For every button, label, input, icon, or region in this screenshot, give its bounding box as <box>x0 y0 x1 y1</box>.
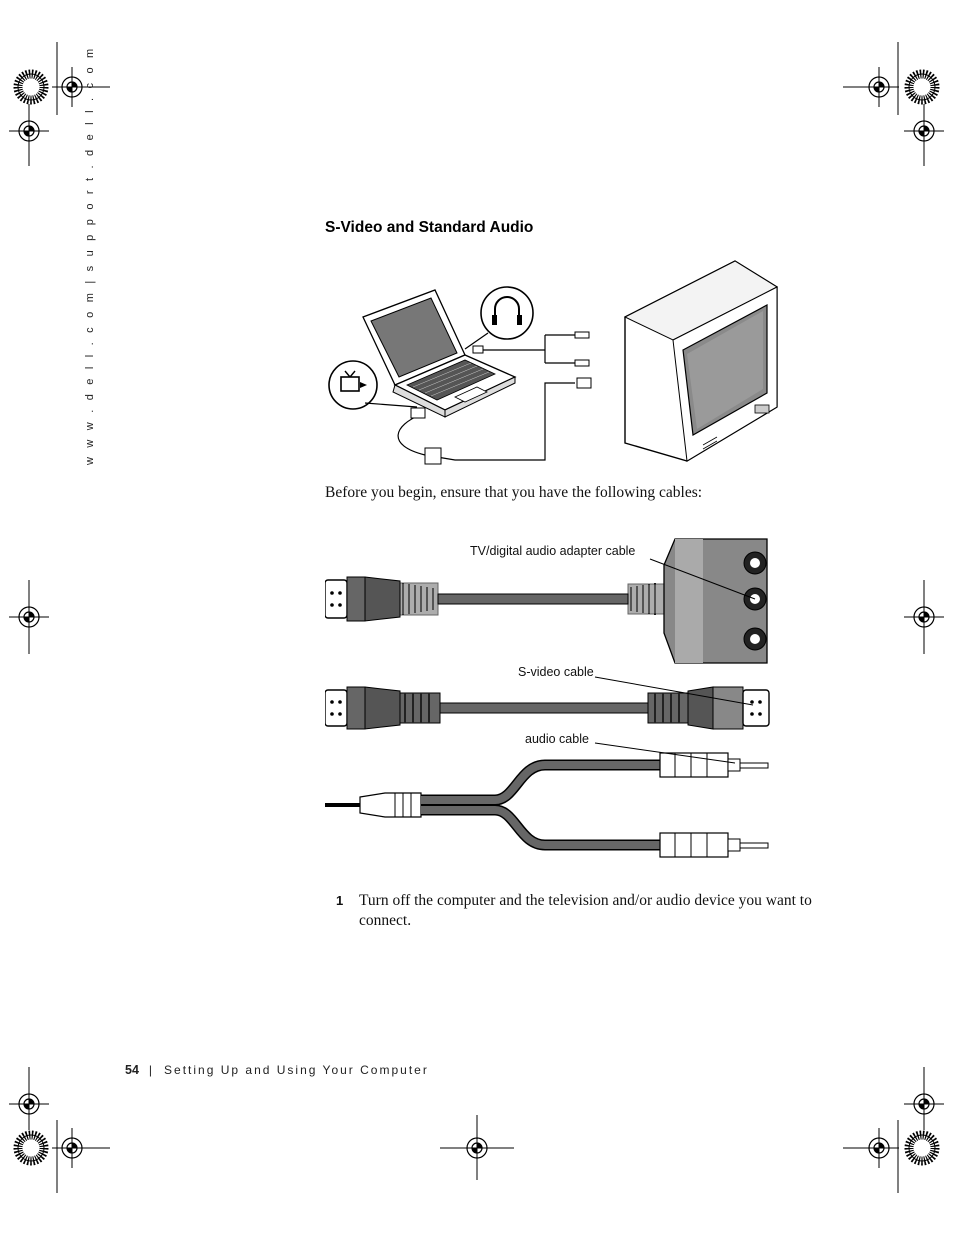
laptop <box>362 289 517 418</box>
registration-mark-icon <box>18 1135 44 1161</box>
audio-cable <box>325 742 769 858</box>
connection-illustration <box>328 260 779 465</box>
footer-separator: | <box>148 1063 155 1077</box>
svideo-cable <box>325 676 770 730</box>
television <box>623 260 779 462</box>
step-text: Turn off the computer and the television… <box>359 892 812 929</box>
page-number: 54 <box>125 1063 139 1077</box>
cables-illustration <box>325 538 770 858</box>
intro-text: Before you begin, ensure that you have t… <box>325 484 703 501</box>
page-footer: 54 | Setting Up and Using Your Computer <box>125 1063 429 1077</box>
tv-out-icon <box>328 360 418 410</box>
headphone-icon <box>464 286 534 350</box>
chapter-title: Setting Up and Using Your Computer <box>164 1063 429 1077</box>
svideo-cable-label: S-video cable <box>518 665 594 679</box>
audio-cable-label: audio cable <box>525 732 589 746</box>
tv-adapter-cable-label: TV/digital audio adapter cable <box>470 544 636 558</box>
section-title: S-Video and Standard Audio <box>325 219 534 236</box>
step-number: 1 <box>336 893 344 908</box>
registration-mark-icon <box>18 74 44 100</box>
registration-mark-icon <box>909 1135 935 1161</box>
registration-mark-icon <box>909 74 935 100</box>
side-url: w w w . d e l l . c o m | s u p p o r t … <box>84 45 96 465</box>
tv-adapter-cable <box>325 538 768 664</box>
